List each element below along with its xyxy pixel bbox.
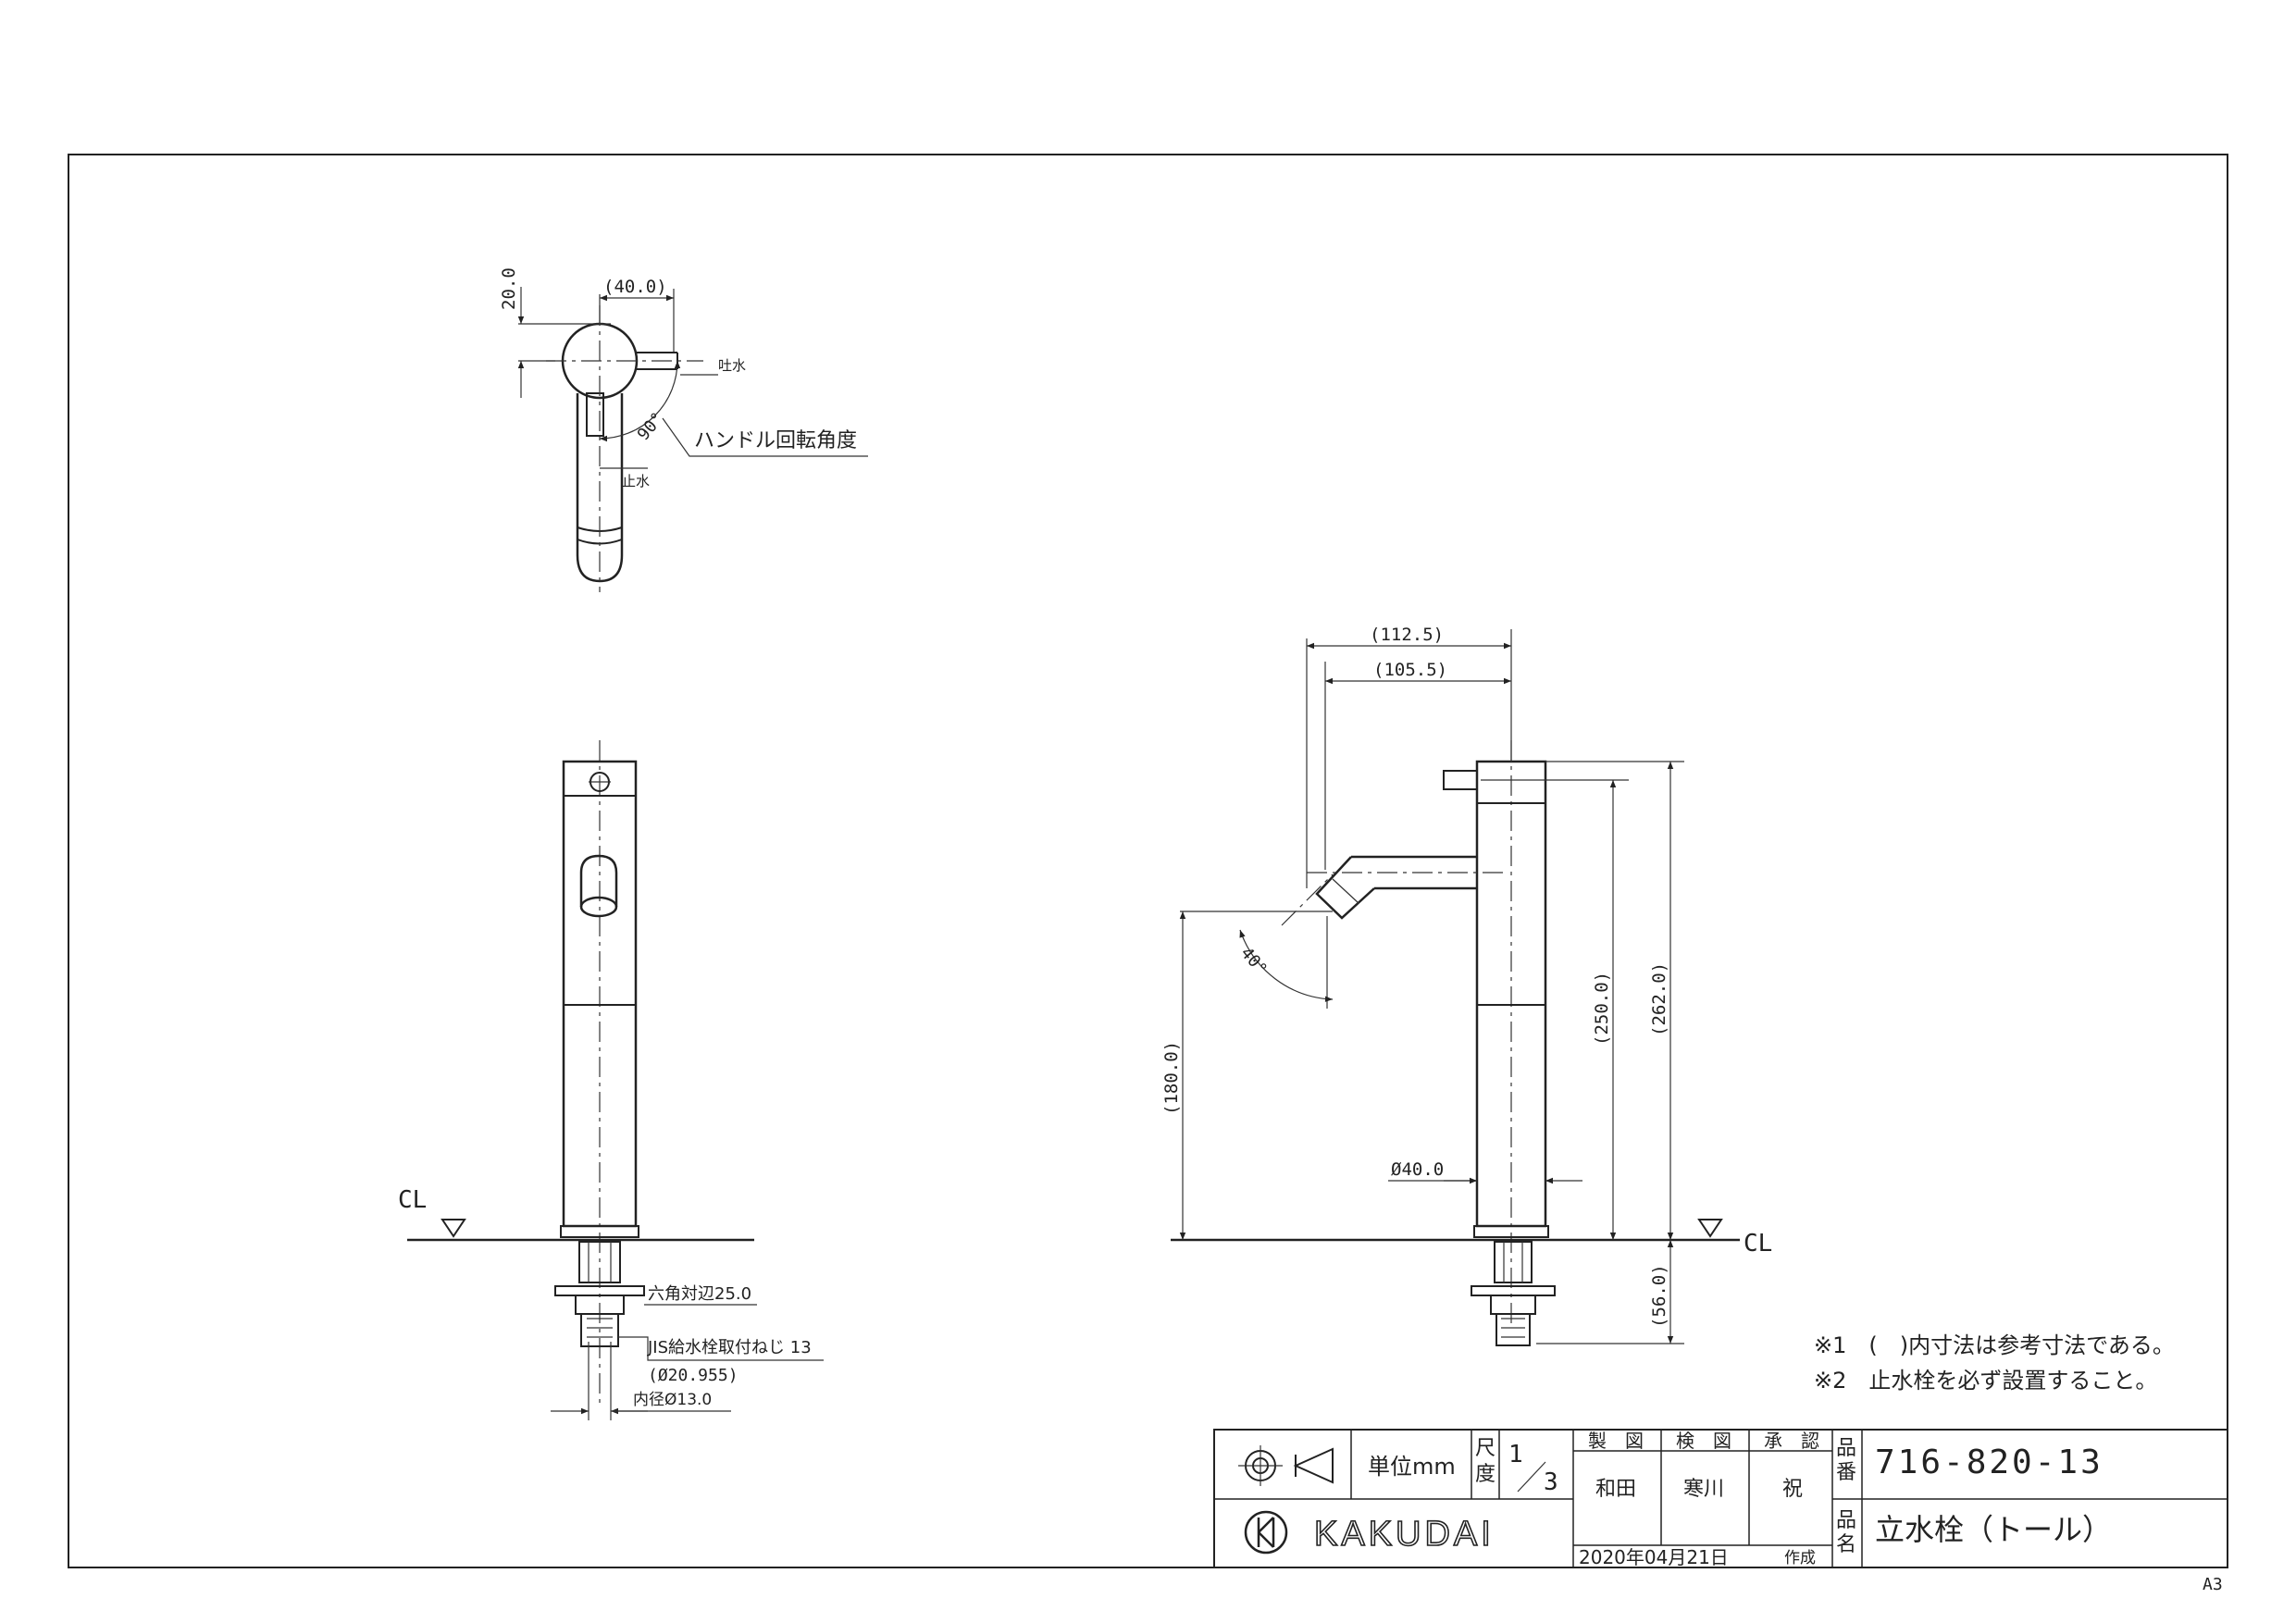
label-thread-dia: (Ø20.955) bbox=[648, 1366, 738, 1385]
dim-180: (180.0) bbox=[1161, 1041, 1182, 1115]
name-approve: 祝 bbox=[1782, 1478, 1803, 1501]
label-hex: 六角対辺25.0 bbox=[648, 1284, 751, 1304]
col-made: 製 図 bbox=[1588, 1430, 1644, 1452]
label-inner-dia: 内径Ø13.0 bbox=[633, 1391, 712, 1409]
dim-1055: (105.5) bbox=[1373, 660, 1447, 680]
part-no-label-1: 品 bbox=[1836, 1437, 1856, 1460]
plan-angle: 90° bbox=[634, 409, 668, 444]
plan-view: 20.0 (40.0) 吐水 止水 90° ハンドル回転角度 bbox=[499, 267, 868, 592]
label-thread: JIS給水栓取付ねじ 13 bbox=[647, 1338, 812, 1357]
unit-label: 単位mm bbox=[1368, 1454, 1456, 1480]
projection-symbol-icon bbox=[1238, 1445, 1334, 1486]
scale-label-1: 尺 bbox=[1475, 1437, 1496, 1460]
part-name-label-1: 品 bbox=[1836, 1509, 1856, 1532]
part-no-label-2: 番 bbox=[1836, 1461, 1856, 1484]
side-view: 40° (112.5) (105.5) CL (180.0) (250.0) (… bbox=[1161, 625, 1772, 1346]
note-2: ※2 止水栓を必ず設置すること。 bbox=[1814, 1368, 2157, 1394]
logo-text: KAKUDAI bbox=[1314, 1515, 1495, 1554]
part-number: 716-820-13 bbox=[1875, 1443, 2104, 1481]
title-block: 単位mm 尺 度 1 3 製 図 検 図 承 認 和田 寒川 祝 品 番 716… bbox=[1213, 1429, 2228, 1568]
label-stop: 止水 bbox=[622, 473, 650, 489]
dim-56: (56.0) bbox=[1649, 1264, 1669, 1328]
dim-250: (250.0) bbox=[1592, 972, 1612, 1046]
created-label: 作成 bbox=[1784, 1549, 1816, 1567]
kakudai-logo: KAKUDAI bbox=[1244, 1510, 1495, 1555]
part-name-label-2: 名 bbox=[1836, 1533, 1856, 1556]
part-name: 立水栓（トール） bbox=[1875, 1512, 2112, 1547]
label-spout: 吐水 bbox=[718, 357, 746, 374]
notes: ※1 ( )内寸法は参考寸法である。 ※2 止水栓を必ず設置すること。 bbox=[1814, 1332, 2175, 1394]
dim-dia40: Ø40.0 bbox=[1391, 1159, 1444, 1180]
note-1: ※1 ( )内寸法は参考寸法である。 bbox=[1814, 1332, 2175, 1358]
side-angle: 40° bbox=[1236, 944, 1271, 979]
name-check: 寒川 bbox=[1683, 1478, 1724, 1501]
label-handle-rotation: ハンドル回転角度 bbox=[694, 429, 857, 452]
front-cl-label: CL bbox=[398, 1186, 427, 1214]
scale-denominator: 3 bbox=[1544, 1468, 1558, 1496]
dim-262: (262.0) bbox=[1649, 962, 1669, 1036]
sheet-size: A3 bbox=[2203, 1575, 2223, 1594]
scale-label-2: 度 bbox=[1475, 1463, 1496, 1486]
name-made: 和田 bbox=[1595, 1478, 1636, 1501]
side-cl-label: CL bbox=[1744, 1230, 1772, 1258]
dim-1125: (112.5) bbox=[1370, 625, 1444, 645]
plan-dim-offset: 20.0 bbox=[499, 267, 519, 310]
col-check: 検 図 bbox=[1676, 1430, 1731, 1452]
sheet-border bbox=[68, 154, 2228, 1568]
scale-numerator: 1 bbox=[1508, 1441, 1523, 1468]
front-view: CL 六角対辺25.0 JIS給水栓取付ねじ 13 (Ø20.955) 内径Ø1… bbox=[398, 740, 824, 1420]
plan-dim-width: (40.0) bbox=[603, 277, 667, 297]
col-approve: 承 認 bbox=[1764, 1430, 1819, 1452]
date: 2020年04月21日 bbox=[1579, 1546, 1729, 1568]
